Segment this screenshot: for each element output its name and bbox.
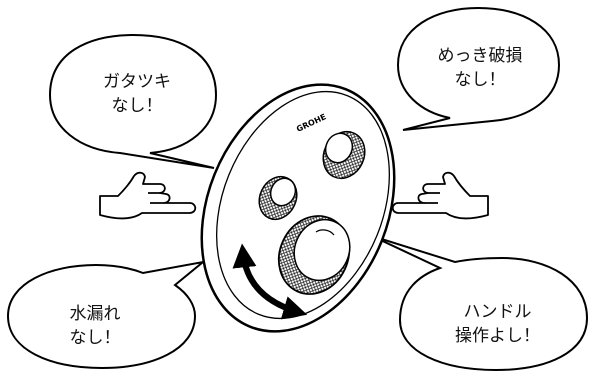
bubble-top-left-text: ガタツキ なし！ [103, 72, 171, 116]
pointing-hand-icon [391, 171, 489, 220]
bubble-top-right-text: めっき破損 なし！ [437, 46, 523, 90]
bubble-top-right [396, 6, 561, 131]
double-arrow-icon [232, 243, 308, 320]
bubble-top-left [48, 33, 218, 169]
pointing-hand-icon [99, 171, 197, 220]
bubble-bottom-right-text: ハンドル 操作よし！ [455, 302, 540, 346]
bubble-bottom-left [6, 260, 207, 370]
bubble-bottom-left-text: 水漏れ なし！ [69, 304, 121, 348]
bubble-bottom-right [371, 235, 589, 372]
